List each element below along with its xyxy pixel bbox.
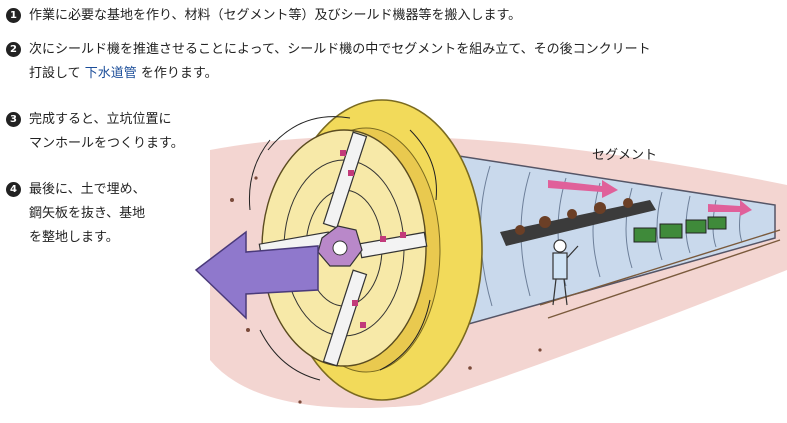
segment-label: セグメント — [592, 148, 658, 163]
muck-cars — [633, 216, 727, 243]
step-2-line-2: 打設して 下水道管 を作ります。 — [29, 66, 218, 81]
step-1: 1 作業に必要な基地を作り、材料（セグメント等）及びシールド機器等を搬入します。 — [6, 4, 521, 28]
step-3: 3 完成すると、立坑位置に マンホールをつくります。 — [6, 108, 184, 156]
step-3-line-1: 完成すると、立坑位置に — [29, 112, 172, 127]
step-2-number: 2 — [6, 42, 21, 57]
step-4-line-2: 鋼矢板を抜き、基地 — [29, 206, 146, 221]
step-2-line-1: 次にシールド機を推進させることによって、シールド機の中でセグメントを組み立て、そ… — [29, 42, 651, 57]
rails — [539, 229, 781, 319]
step-4: 4 最後に、土で埋め、 鋼矢板を抜き、基地 を整地します。 — [6, 178, 146, 250]
segment-transport-arrow — [548, 180, 618, 198]
step-4-number: 4 — [6, 182, 21, 197]
conveyor-belt — [500, 200, 656, 246]
step-1-line-1: 作業に必要な基地を作り、材料（セグメント等）及びシールド機器等を搬入します。 — [29, 8, 522, 23]
segment-transport-arrow-2 — [708, 200, 752, 216]
step-3-line-2: マンホールをつくります。 — [29, 136, 184, 151]
step-3-number: 3 — [6, 112, 21, 127]
advance-direction-arrow — [194, 230, 319, 320]
rotation-lines — [248, 116, 437, 381]
sewer-pipe-highlight: 下水道管 — [84, 66, 137, 81]
step-4-line-3: を整地します。 — [29, 230, 119, 245]
step-1-number: 1 — [6, 8, 21, 23]
worker-figure — [552, 239, 579, 306]
step-2: 2 次にシールド機を推進させることによって、シールド機の中でセグメントを組み立て… — [6, 38, 651, 86]
excavated-soil — [515, 198, 633, 235]
step-4-line-1: 最後に、土で埋め、 — [29, 182, 146, 197]
